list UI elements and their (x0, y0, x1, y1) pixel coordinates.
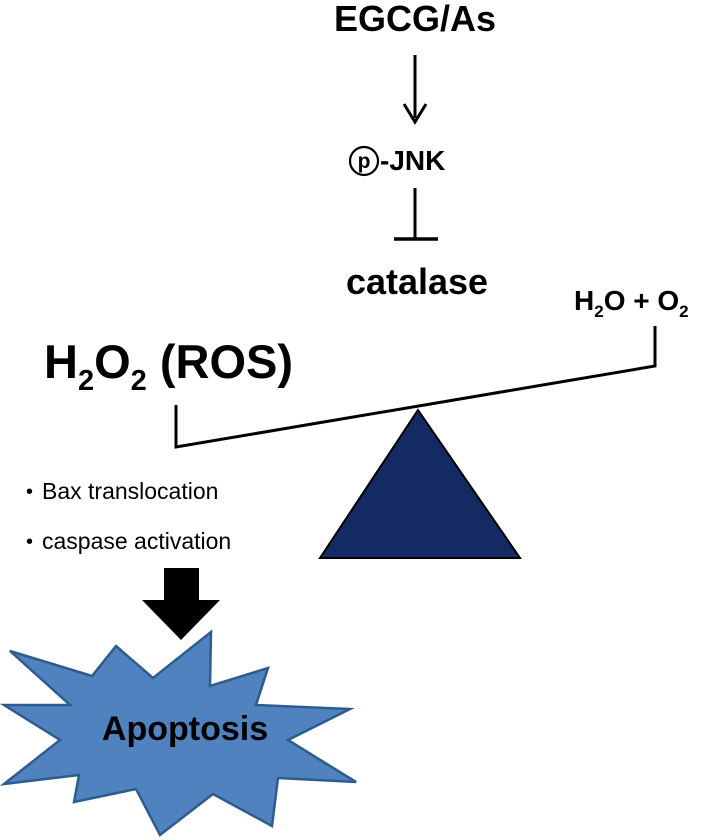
balance-beam (174, 326, 657, 449)
block-arrow-down-icon (142, 568, 220, 640)
effect-item-1: Bax translocation (42, 478, 218, 504)
apoptosis-burst-shape (0, 629, 357, 837)
effect-bullet-2: • (26, 531, 33, 553)
phospho-circle-icon (348, 145, 380, 177)
products-label: H2O + O2 (574, 285, 689, 321)
kinase-label: -JNK (380, 145, 445, 176)
fulcrum-triangle (318, 408, 522, 559)
products-sub-2: 2 (594, 302, 603, 321)
products-sub-2b: 2 (679, 302, 688, 321)
ros-label: H2O2 (ROS) (44, 335, 293, 397)
activation-arrow-head (402, 103, 428, 125)
effect-bullet-1: • (26, 481, 33, 503)
stimulus-label: EGCG/As (334, 0, 496, 39)
enzyme-label: catalase (346, 261, 488, 302)
effect-item-2: caspase activation (42, 528, 231, 554)
products-o-plus-o: O + O (604, 285, 679, 316)
ros-h: H (44, 335, 78, 388)
phospho-symbol: p (358, 150, 371, 173)
outcome-label: Apoptosis (102, 710, 268, 748)
ros-acronym: (ROS) (147, 335, 293, 388)
ros-sub-2b: 2 (131, 365, 147, 397)
products-h: H (574, 285, 594, 316)
ros-o: O (94, 335, 131, 388)
ros-sub-2a: 2 (78, 365, 94, 397)
